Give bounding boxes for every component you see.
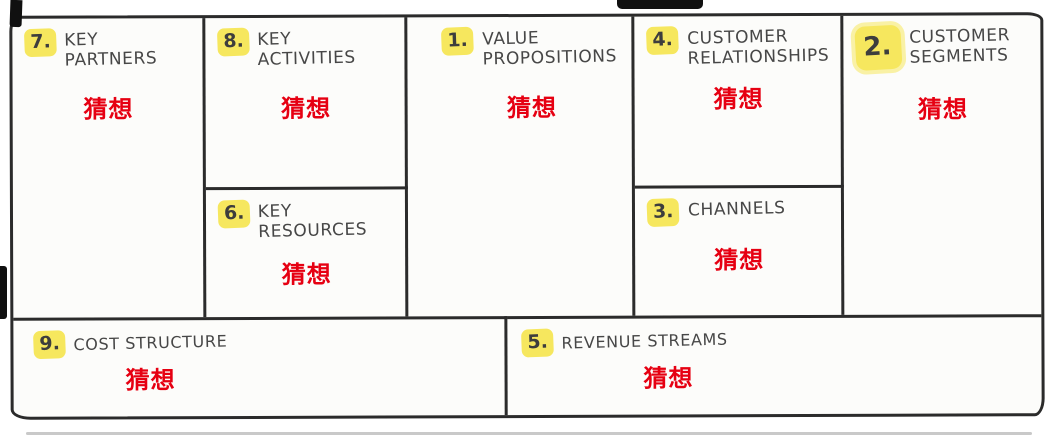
number-badge: 4. — [646, 25, 680, 56]
annotation-text: 猜想 — [917, 95, 968, 124]
business-model-canvas: 7. KEY PARTNERS 猜想 8. KEY ACTIVITIES 猜想 … — [9, 12, 1045, 420]
section-header: 6. KEY RESOURCES — [217, 199, 396, 243]
section-title: COST STRUCTURE — [73, 331, 228, 355]
section-header: 2. CUSTOMER SEGMENTS — [853, 24, 1031, 72]
section-header: 8. KEY ACTIVITIES — [216, 27, 395, 71]
section-key-partners: 7. KEY PARTNERS 猜想 — [12, 18, 207, 319]
section-title: CUSTOMER SEGMENTS — [908, 25, 1010, 68]
section-title: KEY ACTIVITIES — [257, 29, 357, 71]
section-title: KEY PARTNERS — [64, 29, 158, 71]
photo-artifact-top-left — [9, 0, 23, 28]
number-badge: 6. — [217, 199, 251, 229]
number-badge: 9. — [32, 330, 67, 360]
number-badge: 3. — [646, 197, 681, 228]
section-header: 5. REVENUE STREAMS — [520, 328, 1031, 358]
section-channels: 3. CHANNELS 猜想 — [635, 187, 844, 316]
section-cost-structure: 9. COST STRUCTURE 猜想 — [13, 316, 508, 417]
section-title: KEY RESOURCES — [257, 201, 368, 243]
section-title: CUSTOMER RELATIONSHIPS — [686, 26, 830, 69]
section-header: 3. CHANNELS — [646, 197, 830, 228]
number-badge: 8. — [216, 27, 251, 57]
annotation-text: 猜想 — [281, 94, 332, 123]
board-shadow — [26, 432, 1032, 435]
section-header: 1. VALUE PROPOSITIONS — [441, 26, 622, 70]
annotation-text: 猜想 — [83, 95, 134, 124]
number-badge: 7. — [23, 28, 58, 58]
section-header: 4. CUSTOMER RELATIONSHIPS — [646, 25, 830, 69]
section-title: CHANNELS — [687, 198, 786, 221]
annotation-text: 猜想 — [125, 366, 176, 395]
section-customer-relationships: 4. CUSTOMER RELATIONSHIPS 猜想 — [634, 15, 844, 189]
section-key-activities: 8. KEY ACTIVITIES 猜想 — [205, 17, 409, 191]
photo-artifact-top-center — [617, 0, 703, 9]
number-badge: 1. — [441, 26, 475, 56]
section-title: REVENUE STREAMS — [561, 329, 729, 353]
number-badge: 2. — [853, 24, 903, 72]
section-customer-segments: 2. CUSTOMER SEGMENTS 猜想 — [843, 15, 1041, 315]
annotation-text: 猜想 — [713, 85, 764, 114]
section-header: 7. KEY PARTNERS — [23, 28, 192, 71]
annotation-text: 猜想 — [714, 246, 765, 275]
section-header: 9. COST STRUCTURE — [32, 329, 494, 360]
section-title: VALUE PROPOSITIONS — [481, 28, 617, 70]
section-revenue-streams: 5. REVENUE STREAMS 猜想 — [507, 314, 1042, 416]
number-badge: 5. — [520, 328, 555, 358]
section-value-propositions: 1. VALUE PROPOSITIONS 猜想 — [407, 16, 636, 317]
annotation-text: 猜想 — [506, 93, 558, 123]
annotation-text: 猜想 — [643, 364, 694, 393]
photo-artifact-left-edge — [0, 266, 7, 319]
section-key-resources: 6. KEY RESOURCES 猜想 — [205, 189, 409, 318]
annotation-text: 猜想 — [281, 260, 332, 289]
